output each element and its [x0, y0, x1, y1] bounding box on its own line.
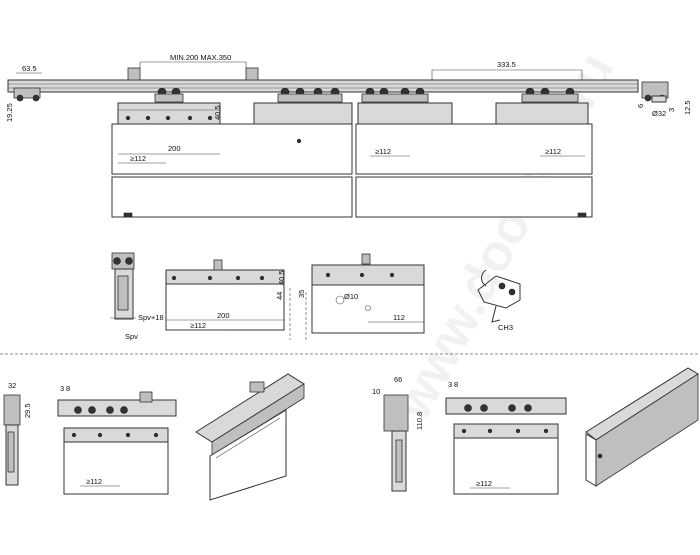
bottom-row: 32 29.5 3 8 ≥112: [3, 367, 699, 501]
dim-112-c: ≥112: [545, 147, 561, 156]
dim-12-5: 12.5: [683, 100, 692, 115]
label-ch3: CH3: [498, 323, 513, 332]
dim-44-mid: 44: [275, 292, 284, 300]
dim-333-5: 333.5: [497, 60, 516, 69]
dim-19-25: 19.25: [5, 103, 14, 122]
dim-200-top: 200: [168, 144, 181, 153]
dim-10: Ø10: [344, 292, 358, 301]
dim-66: 66: [394, 375, 402, 384]
dim-spv: Spv: [125, 332, 138, 341]
carriage-3: [361, 87, 429, 103]
dim-40-5-mid: 40.5: [277, 270, 286, 285]
bottom-right-front: 3 8 ≥112: [445, 380, 567, 495]
dim-8-b: 8: [454, 380, 458, 389]
side-view-carriage: Spv+18 Spv: [110, 252, 164, 341]
bottom-left-side-detail: 32 29.5: [3, 381, 32, 486]
bottom-right-3d: [585, 367, 699, 487]
right-middle-bracket: 35 Ø10 112: [297, 253, 425, 340]
dim-10-r: 10: [372, 387, 380, 396]
dim-32-top: Ø32: [652, 109, 666, 118]
dim-3: 3: [667, 108, 676, 112]
middle-bracket: 40.5 44 200 ≥112: [165, 259, 291, 340]
dim-112-b: ≥112: [375, 147, 391, 156]
dim-112-plain: 112: [393, 313, 405, 322]
dim-3-a: 3: [60, 384, 64, 393]
dim-spv18: Spv+18: [138, 313, 164, 322]
dim-112-bl: ≥112: [86, 477, 102, 486]
door-panel-4: [355, 176, 593, 218]
dim-3-b: 3: [448, 380, 452, 389]
top-assembly: 63.5 MIN.200 MAX.350 333.5 19.25 6 3 12.…: [5, 53, 692, 218]
dim-8-a: 8: [66, 384, 70, 393]
dim-63-5: 63.5: [22, 64, 37, 73]
dim-200-mid: 200: [217, 311, 230, 320]
dim-110-8: 110.8: [415, 412, 424, 430]
bottom-left-3d: [195, 373, 305, 501]
door-panel-3: [111, 176, 353, 218]
dim-6: 6: [636, 104, 645, 108]
dim-min-max: MIN.200 MAX.350: [170, 53, 231, 62]
dim-40-5-top: 40.5: [213, 105, 222, 120]
carriage-4: [521, 87, 579, 103]
dim-35: 35: [297, 290, 306, 298]
dim-29-5: 29.5: [23, 403, 32, 418]
carriage-1: [127, 67, 259, 103]
dim-112-mid: ≥112: [190, 321, 206, 330]
door-panel-1: [111, 123, 353, 175]
carriage-2: [277, 87, 343, 103]
middle-row: Spv+18 Spv 40.5 44 200 ≥112: [110, 252, 521, 341]
bottom-left-front: 3 8 ≥112: [57, 384, 177, 495]
hex-key-detail: CH3: [477, 269, 521, 332]
door-panel-2: [355, 123, 593, 175]
dim-112-br: ≥112: [476, 479, 492, 488]
dim-32-left: 32: [8, 381, 16, 390]
dim-112-a: ≥112: [130, 154, 146, 163]
bottom-right-side-detail: 10 66 110.8: [372, 375, 424, 492]
